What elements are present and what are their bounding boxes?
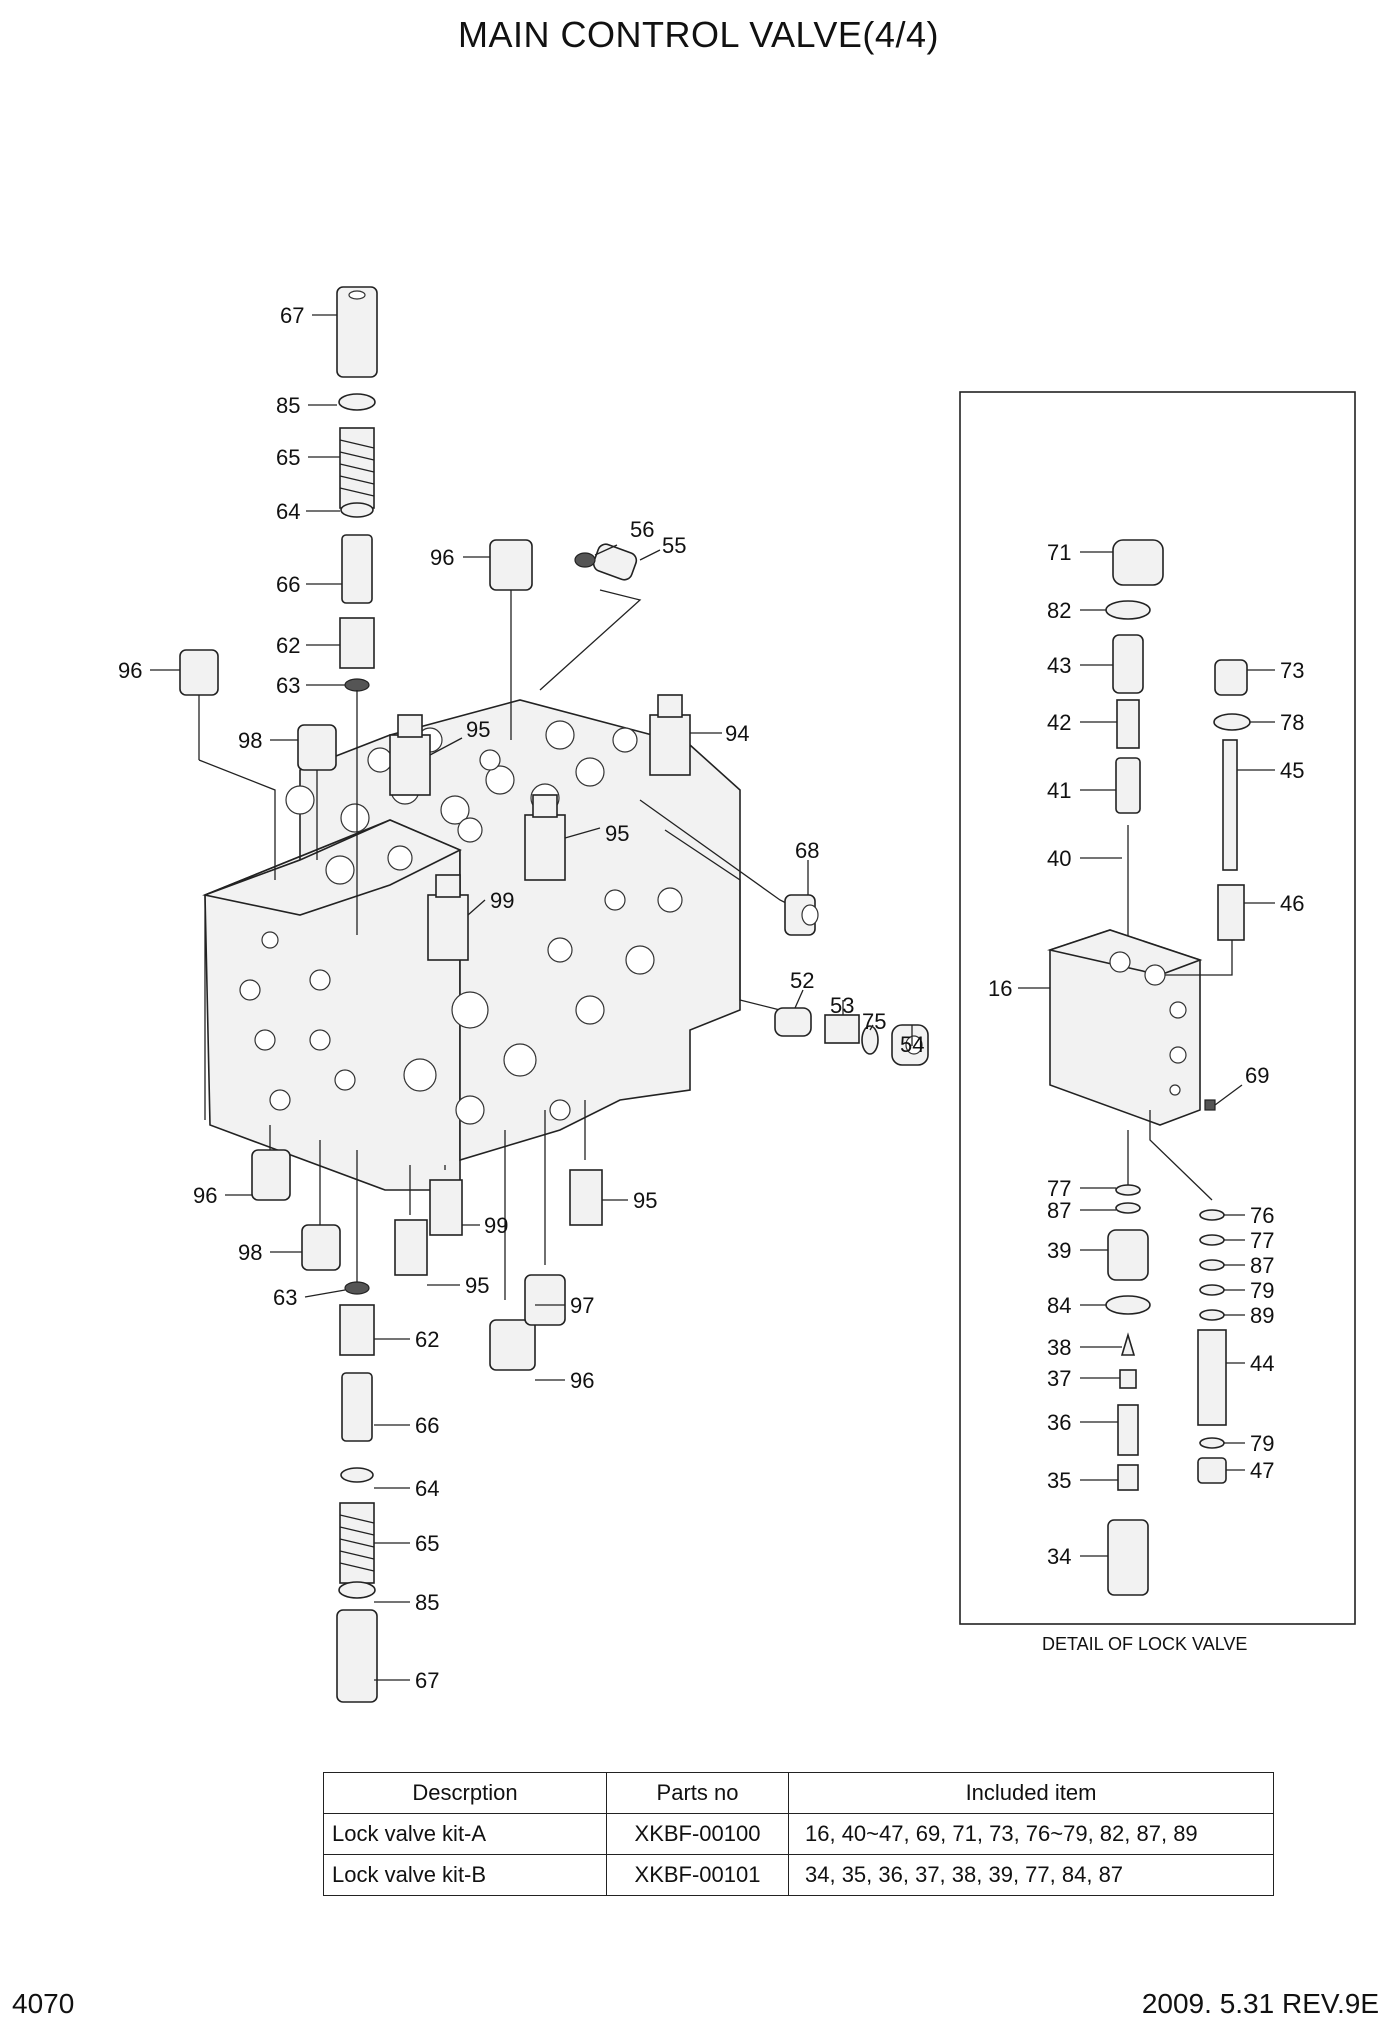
lower-stack-parts — [251, 1100, 603, 1703]
callout: 76 — [1250, 1203, 1274, 1228]
callout: 36 — [1047, 1410, 1071, 1435]
callout: 73 — [1280, 658, 1304, 683]
upper-stack-parts — [179, 286, 642, 935]
callout: 95 — [465, 1273, 489, 1298]
callout: 45 — [1280, 758, 1304, 783]
table-header-row: Descrption Parts no Included item — [323, 1772, 1274, 1814]
callout-leaders — [150, 314, 1275, 1681]
callout: 56 — [630, 517, 654, 542]
callout: 64 — [276, 499, 300, 524]
callout: 53 — [830, 993, 854, 1018]
column-header: Parts no — [606, 1772, 789, 1814]
lock-valve-detail-frame — [959, 391, 1356, 1625]
callout: 65 — [415, 1531, 439, 1556]
callout: 95 — [466, 717, 490, 742]
main-valve-block — [202, 699, 741, 1191]
callout: 63 — [273, 1285, 297, 1310]
callout: 97 — [570, 1293, 594, 1318]
callout: 96 — [118, 658, 142, 683]
callout: 95 — [633, 1188, 657, 1213]
callout: 65 — [276, 445, 300, 470]
callout: 44 — [1250, 1351, 1274, 1376]
callout: 39 — [1047, 1238, 1071, 1263]
callout: 77 — [1047, 1176, 1071, 1201]
callout: 85 — [276, 393, 300, 418]
callout: 38 — [1047, 1335, 1071, 1360]
callout: 55 — [662, 533, 686, 558]
lock-valve-parts — [1047, 539, 1251, 1596]
callout: 67 — [415, 1668, 439, 1693]
callout: 79 — [1250, 1431, 1274, 1456]
callout: 79 — [1250, 1278, 1274, 1303]
callout: 82 — [1047, 598, 1071, 623]
callout: 67 — [280, 303, 304, 328]
callout: 75 — [862, 1009, 886, 1034]
callout: 52 — [790, 968, 814, 993]
callout: 46 — [1280, 891, 1304, 916]
callout: 40 — [1047, 846, 1071, 871]
callout: 34 — [1047, 1544, 1071, 1569]
callout: 77 — [1250, 1228, 1274, 1253]
detail-caption: DETAIL OF LOCK VALVE — [1042, 1634, 1247, 1654]
callout: 62 — [415, 1327, 439, 1352]
callout: 89 — [1250, 1303, 1274, 1328]
callout: 47 — [1250, 1458, 1274, 1483]
callout: 96 — [570, 1368, 594, 1393]
callout: 84 — [1047, 1293, 1071, 1318]
callout: 96 — [430, 545, 454, 570]
callout: 16 — [988, 976, 1012, 1001]
callout: 85 — [415, 1590, 439, 1615]
callout-labels: 67 85 65 64 66 62 63 96 98 96 56 55 95 9… — [118, 303, 1304, 1693]
callout: 62 — [276, 633, 300, 658]
callout: 98 — [238, 728, 262, 753]
callout: 87 — [1047, 1198, 1071, 1223]
callout: 54 — [900, 1032, 924, 1057]
callout: 68 — [795, 838, 819, 863]
callout: 66 — [276, 572, 300, 597]
callout: 35 — [1047, 1468, 1071, 1493]
callout: 64 — [415, 1476, 439, 1501]
callout: 94 — [725, 721, 749, 746]
valve-cartridges-top — [389, 694, 691, 961]
table-cell: Lock valve kit-B — [323, 1854, 607, 1896]
column-header: Included item — [788, 1772, 1274, 1814]
callout: 98 — [238, 1240, 262, 1265]
table-cell: XKBF-00100 — [606, 1813, 789, 1855]
right-side-parts — [639, 799, 929, 1066]
page-number: 4070 — [12, 1988, 75, 2019]
callout: 37 — [1047, 1366, 1071, 1391]
callout: 43 — [1047, 653, 1071, 678]
revision-date: 2009. 5.31 REV.9E — [1141, 1988, 1379, 2019]
table-row: Lock valve kit-A XKBF-00100 16, 40~47, 6… — [323, 1813, 1274, 1855]
kit-parts-table: Descrption Parts no Included item Lock v… — [323, 1772, 1274, 1896]
table-row: Lock valve kit-B XKBF-00101 34, 35, 36, … — [323, 1854, 1274, 1896]
callout: 95 — [605, 821, 629, 846]
callout: 63 — [276, 673, 300, 698]
table-cell: 34, 35, 36, 37, 38, 39, 77, 84, 87 — [788, 1854, 1274, 1896]
callout: 96 — [193, 1183, 217, 1208]
callout: 41 — [1047, 778, 1071, 803]
callout: 71 — [1047, 540, 1071, 565]
table-cell: XKBF-00101 — [606, 1854, 789, 1896]
page-title: MAIN CONTROL VALVE(4/4) — [458, 14, 939, 55]
column-header: Descrption — [323, 1772, 607, 1814]
callout: 42 — [1047, 710, 1071, 735]
callout: 66 — [415, 1413, 439, 1438]
callout: 99 — [490, 888, 514, 913]
table-cell: 16, 40~47, 69, 71, 73, 76~79, 82, 87, 89 — [788, 1813, 1274, 1855]
callout: 87 — [1250, 1253, 1274, 1278]
callout: 99 — [484, 1213, 508, 1238]
callout: 78 — [1280, 710, 1304, 735]
table-cell: Lock valve kit-A — [323, 1813, 607, 1855]
callout: 69 — [1245, 1063, 1269, 1088]
